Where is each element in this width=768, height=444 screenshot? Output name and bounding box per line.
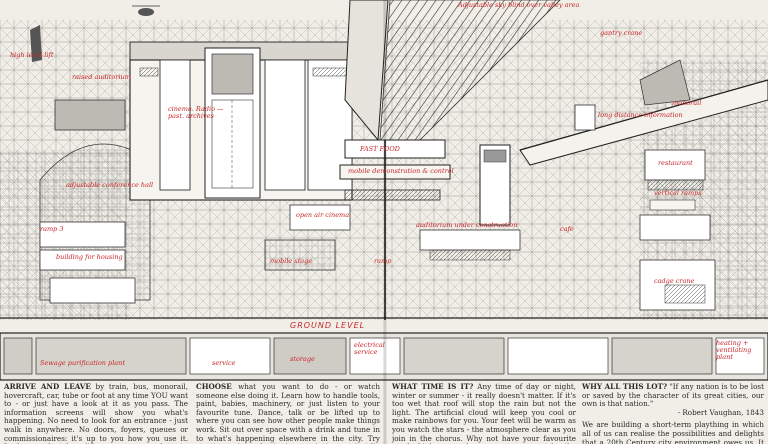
page-fold [383, 0, 387, 444]
annotation-raised-auditorium: raised auditorium [72, 73, 131, 81]
annotation-adjustable-roof: Adjustable sky blind over valley area [458, 1, 580, 9]
annotation-electrical-service: electrical service [354, 341, 385, 356]
column-lead: CHOOSE [196, 383, 232, 391]
annotation-cadge-crane: cadge crane [654, 277, 695, 285]
column-body-2: We are building a short-term plaything i… [582, 420, 764, 444]
text-column-arrive: ARRIVE AND LEAVE by train, bus, monorail… [4, 383, 188, 444]
column-body: by train, bus, monorail, hovercraft, car… [4, 383, 188, 444]
column-lead: WHAT TIME IS IT? [392, 383, 474, 391]
annotation-auditorium-construction: auditorium under construction [416, 221, 518, 229]
annotation-cinema-radio: cinema. Radio — past. archives [168, 105, 224, 120]
annotation-mobile-demonstration: mobile demonstration & control [348, 167, 454, 175]
annotation-fast-food: FAST FOOD [360, 145, 400, 153]
text-column-choose: CHOOSE what you want to do - or watch so… [196, 383, 380, 444]
annotation-service: service [212, 359, 236, 367]
column-lead: ARRIVE AND LEAVE [4, 383, 91, 391]
annotation-ramp: ramp [374, 257, 392, 265]
annotation-ground-level: GROUND LEVEL [290, 321, 366, 330]
column-lead: WHY ALL THIS LOT? [582, 383, 668, 391]
annotation-long-distance: long distance information [598, 111, 683, 119]
column-body: Any time of day or night, winter or summ… [392, 383, 576, 444]
column-body: what you want to do - or watch someone e… [196, 383, 380, 444]
text-column-why: WHY ALL THIS LOT? "If any nation is to b… [582, 383, 764, 444]
annotation-mobile-stage: mobile stage [270, 257, 313, 265]
text-column-time: WHAT TIME IS IT? Any time of day or nigh… [392, 383, 576, 444]
column-body: "If any nation is to be lost or saved by… [582, 383, 764, 409]
annotation-open-air-cinema: open air cinema [296, 211, 350, 219]
annotation-adjustable-conference-hall: adjustable conference hall [66, 181, 154, 189]
annotation-restaurant: restaurant [658, 159, 693, 167]
annotation-cafe: cafe [560, 225, 574, 233]
annotation-storage: storage [290, 355, 315, 363]
annotation-building-for-housing: building for housing [56, 253, 123, 261]
annotation-monorail: monorail [672, 99, 702, 107]
column-quote: - Robert Vaughan, 1843 [677, 407, 764, 417]
annotation-ramp-3: ramp 3 [40, 225, 64, 233]
annotation-gantry-crane: gantry crane [600, 29, 643, 37]
annotation-high-level-lift: high level lift [10, 51, 54, 59]
annotation-heating-ventilating: heating + ventilating plant [716, 339, 752, 361]
annotation-vertical-ramps: vertical ramps [654, 189, 702, 197]
annotation-sewage-plant: Sewage purification plant [40, 359, 125, 367]
